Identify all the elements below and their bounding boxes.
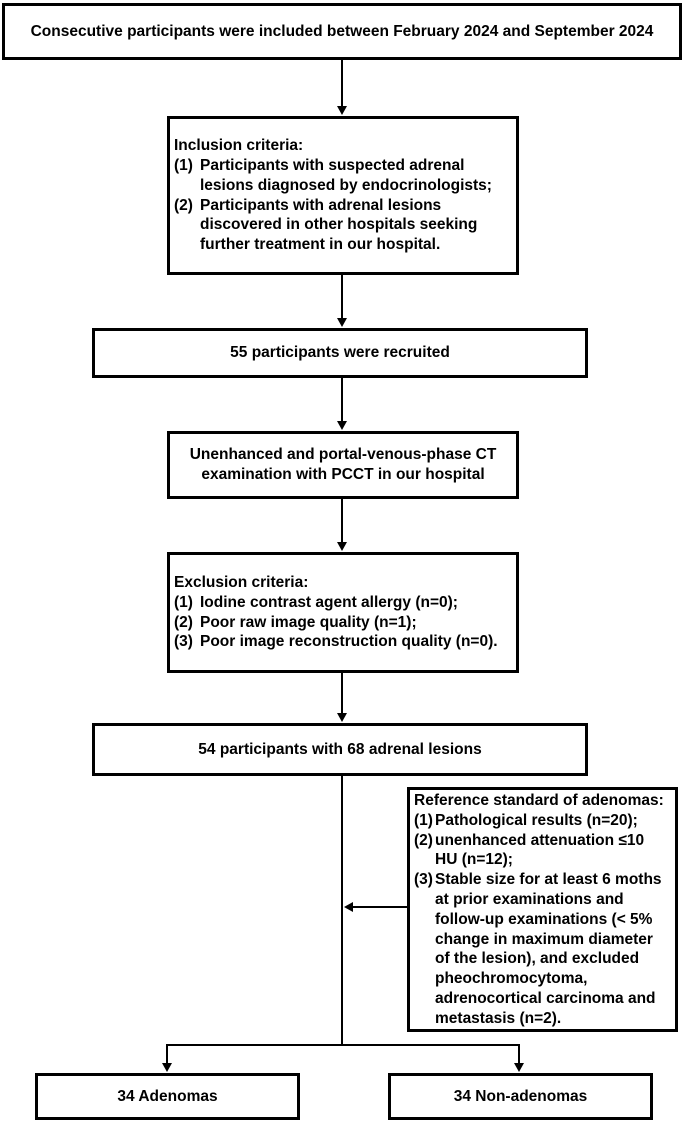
reference-item-1-marker: (1) [414, 811, 433, 829]
reference-standard-item: (3) Stable size for at least 6 moths at … [414, 870, 667, 1028]
connector-top-to-inclusion [341, 60, 343, 106]
inclusion-criteria-item: (1) Participants with suspected adrenal … [174, 156, 512, 196]
box-adenomas-text: 34 Adenomas [117, 1087, 218, 1105]
connector-inclusion-to-recruited [341, 275, 343, 318]
exclusion-criteria-title: Exclusion criteria: [174, 573, 309, 591]
box-exclusion-criteria: Exclusion criteria: (1) Iodine contrast … [167, 552, 519, 673]
reference-item-3-text: Stable size for at least 6 moths at prio… [435, 871, 662, 1027]
box-non-adenomas: 34 Non-adenomas [388, 1073, 653, 1120]
arrowhead-exclusion-to-lesions [337, 713, 347, 722]
exclusion-item-2-text: Poor raw image quality (n=1); [200, 613, 417, 631]
exclusion-item-1-text: Iodine contrast agent allergy (n=0); [200, 593, 458, 611]
exclusion-item-3-text: Poor image reconstruction quality (n=0). [200, 633, 498, 651]
box-lesions-text: 54 participants with 68 adrenal lesions [198, 740, 482, 758]
connector-branch-to-non-adenomas [518, 1044, 520, 1063]
reference-standard-item: (1) Pathological results (n=20); [414, 811, 667, 831]
reference-item-2-marker: (2) [414, 831, 433, 849]
box-reference-standard: Reference standard of adenomas: (1) Path… [407, 787, 678, 1032]
exclusion-criteria-item: (3) Poor image reconstruction quality (n… [174, 632, 512, 652]
box-ct-examination-text: Unenhanced and portal-venous-phase CT ex… [189, 446, 497, 483]
reference-item-1-text: Pathological results (n=20); [435, 811, 638, 829]
exclusion-item-2-marker: (2) [174, 613, 193, 631]
reference-item-2-text: unenhanced attenuation ≤10 HU (n=12); [435, 831, 645, 869]
inclusion-criteria-item: (2) Participants with adrenal lesions di… [174, 196, 512, 255]
connector-exclusion-to-lesions [341, 673, 343, 713]
arrowhead-recruited-to-ct [337, 421, 347, 430]
inclusion-item-1-marker: (1) [174, 156, 193, 174]
connector-branch-to-adenomas [166, 1044, 168, 1063]
inclusion-criteria-title: Inclusion criteria: [174, 137, 304, 155]
inclusion-item-2-text: Participants with adrenal lesions discov… [200, 196, 478, 254]
inclusion-item-2-marker: (2) [174, 196, 193, 214]
box-inclusion-criteria: Inclusion criteria: (1) Participants wit… [167, 116, 519, 275]
connector-ct-to-exclusion [341, 499, 343, 542]
inclusion-item-1-text: Participants with suspected adrenal lesi… [200, 156, 492, 194]
connector-branch-horizontal [166, 1044, 520, 1046]
exclusion-criteria-item: (2) Poor raw image quality (n=1); [174, 613, 512, 633]
exclusion-criteria-item: (1) Iodine contrast agent allergy (n=0); [174, 593, 512, 613]
arrowhead-branch-to-adenomas [162, 1063, 172, 1072]
arrowhead-inclusion-to-recruited [337, 318, 347, 327]
arrowhead-ct-to-exclusion [337, 542, 347, 551]
connector-main-stem [341, 776, 343, 1046]
box-consecutive-participants: Consecutive participants were included b… [2, 3, 682, 60]
box-ct-examination: Unenhanced and portal-venous-phase CT ex… [167, 431, 519, 499]
box-recruited-text: 55 participants were recruited [230, 344, 450, 362]
connector-recruited-to-ct [341, 378, 343, 421]
connector-reference-to-stem [353, 906, 407, 908]
box-consecutive-participants-text: Consecutive participants were included b… [30, 22, 654, 40]
arrowhead-branch-to-non-adenomas [514, 1063, 524, 1072]
reference-item-3-marker: (3) [414, 871, 433, 889]
reference-standard-title: Reference standard of adenomas: [414, 792, 664, 809]
arrowhead-top-to-inclusion [337, 106, 347, 115]
box-adenomas: 34 Adenomas [35, 1073, 300, 1120]
exclusion-item-1-marker: (1) [174, 593, 193, 611]
box-lesions: 54 participants with 68 adrenal lesions [92, 723, 588, 776]
box-recruited: 55 participants were recruited [92, 328, 588, 378]
exclusion-item-3-marker: (3) [174, 633, 193, 651]
arrowhead-reference-to-stem [344, 902, 353, 912]
reference-standard-item: (2) unenhanced attenuation ≤10 HU (n=12)… [414, 831, 667, 871]
box-non-adenomas-text: 34 Non-adenomas [453, 1087, 588, 1105]
